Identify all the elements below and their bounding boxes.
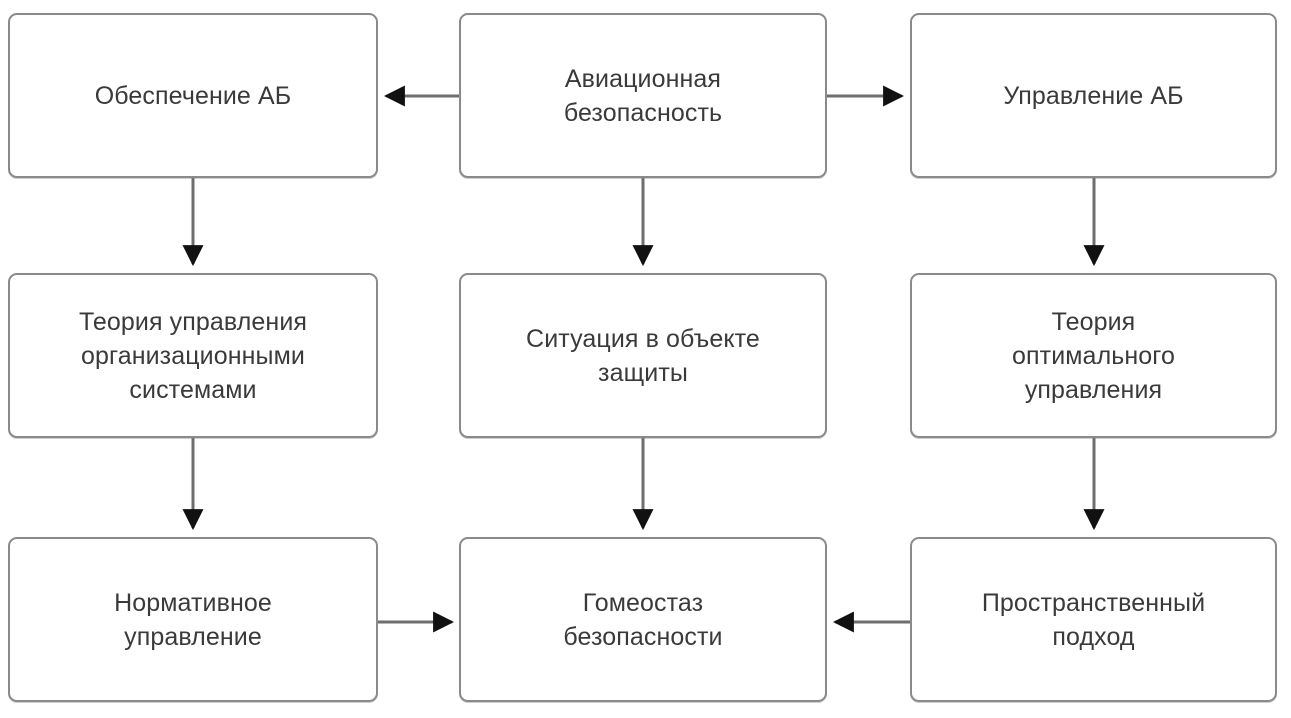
node-obespechenie-ab[interactable]: Обеспечение АБ <box>8 13 378 178</box>
node-upravlenie-ab[interactable]: Управление АБ <box>910 13 1277 178</box>
node-label: Нормативное управление <box>114 588 272 651</box>
node-label: Ситуация в объекте защиты <box>526 324 760 387</box>
node-label: Теория управления организационными систе… <box>78 307 308 404</box>
node-label: Гомеостаз безопасности <box>563 588 723 651</box>
node-label: Обеспечение АБ <box>94 81 292 110</box>
node-teoriya-optimalnogo-upravleniya[interactable]: Теория оптимального управления <box>910 273 1277 438</box>
node-normativnoe-upravlenie[interactable]: Нормативное управление <box>8 537 378 702</box>
node-label: Управление АБ <box>1003 81 1184 110</box>
node-situaciya-v-obekte-zashity[interactable]: Ситуация в объекте защиты <box>459 273 827 438</box>
node-label: Пространственный подход <box>981 588 1206 651</box>
node-teoriya-upravleniya-org-sistemami[interactable]: Теория управления организационными систе… <box>8 273 378 438</box>
node-prostranstvennyj-podhod[interactable]: Пространственный подход <box>910 537 1277 702</box>
node-gomeostaz-bezopasnosti[interactable]: Гомеостаз безопасности <box>459 537 827 702</box>
node-aviacionnaya-bezopasnost[interactable]: Авиационная безопасность <box>459 13 827 178</box>
node-label: Теория оптимального управления <box>1012 307 1175 404</box>
node-label: Авиационная безопасность <box>563 64 723 127</box>
